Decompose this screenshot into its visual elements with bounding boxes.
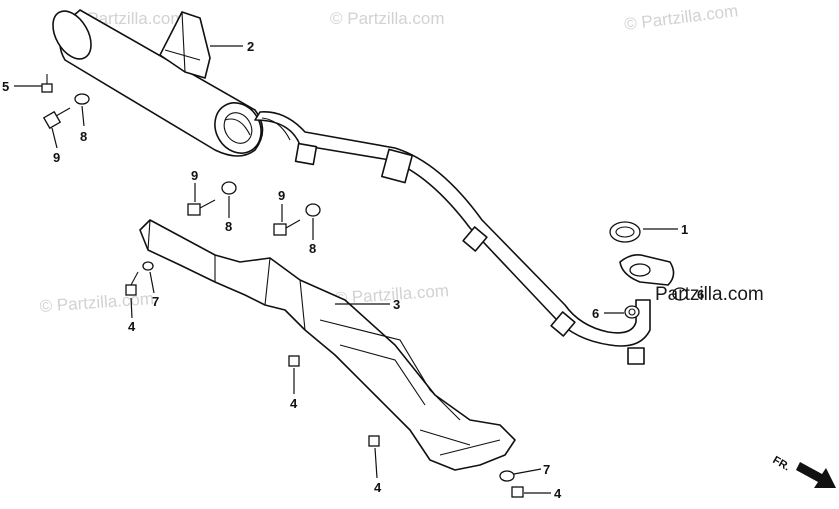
callout-5: 5	[2, 79, 9, 94]
bolt-4-bottom	[511, 486, 524, 498]
leader-lines	[14, 45, 678, 494]
callout-4-left: 4	[128, 319, 136, 334]
site-text-overlay: Partzilla.com	[655, 284, 764, 305]
callout-9-left: 9	[53, 150, 60, 165]
exhaust-pipe	[254, 111, 675, 365]
watermark-mid-left: © Partzilla.com	[39, 289, 155, 316]
front-label: FR.	[771, 454, 792, 473]
muffler	[52, 9, 264, 157]
watermark-top-center: © Partzilla.com	[330, 9, 445, 28]
bolt-9-center	[187, 199, 216, 216]
bolt-4-left	[125, 271, 139, 296]
nut-6-left	[624, 305, 640, 319]
washer-8-center	[221, 181, 237, 195]
callout-2: 2	[247, 39, 254, 54]
front-direction-arrow: FR.	[771, 454, 836, 488]
callout-4-bottom: 4	[554, 486, 562, 501]
washer-8-right	[305, 203, 321, 217]
bolt-5	[41, 74, 53, 93]
bolt-4-center	[288, 355, 300, 367]
heat-shield	[139, 219, 516, 471]
callout-3: 3	[393, 297, 400, 312]
exhaust-gasket	[609, 221, 641, 243]
washer-8-left	[74, 93, 90, 105]
watermark-top-right: © Partzilla.com	[623, 1, 739, 34]
callout-9-right: 9	[278, 188, 285, 203]
nut-6-right	[672, 287, 688, 301]
callout-4-center: 4	[290, 396, 298, 411]
bolt-9-left	[42, 107, 71, 130]
callout-8-left: 8	[80, 129, 87, 144]
callout-7-bottom: 7	[543, 462, 550, 477]
callout-4-lower: 4	[374, 480, 382, 495]
washer-7-bottom	[499, 470, 515, 482]
washer-7-left	[142, 261, 154, 271]
bolt-4-lower	[368, 435, 380, 447]
callout-7-left: 7	[152, 294, 159, 309]
muffler-bracket	[159, 11, 211, 79]
callout-6-right: 6	[697, 287, 704, 302]
callout-6-left: 6	[592, 306, 599, 321]
callout-1: 1	[681, 222, 688, 237]
bolt-9-right	[273, 219, 301, 236]
callout-8-right: 8	[309, 241, 316, 256]
callout-8-center: 8	[225, 219, 232, 234]
callout-9-center: 9	[191, 168, 198, 183]
